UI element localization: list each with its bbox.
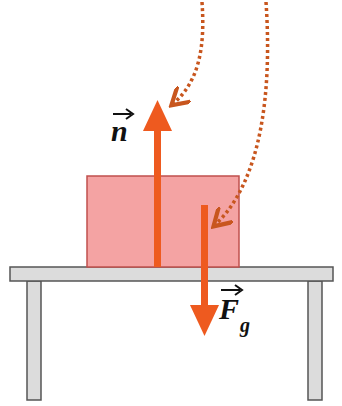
gravity-shaft [201, 205, 208, 308]
vector-accent [221, 289, 240, 291]
table-leg [27, 281, 41, 400]
gravity-head [190, 305, 219, 336]
block [87, 176, 239, 267]
dotted-pointer [216, 2, 268, 224]
dotted-pointer [174, 2, 203, 103]
normal-force-label: n [111, 116, 128, 146]
gravity-subscript: g [240, 315, 250, 335]
table-leg [308, 281, 322, 400]
vector-accent [113, 113, 131, 115]
normal-force-shaft [154, 128, 161, 267]
table-top [10, 267, 333, 281]
normal-force-head [143, 100, 172, 131]
gravity-force-label: F [219, 294, 239, 324]
